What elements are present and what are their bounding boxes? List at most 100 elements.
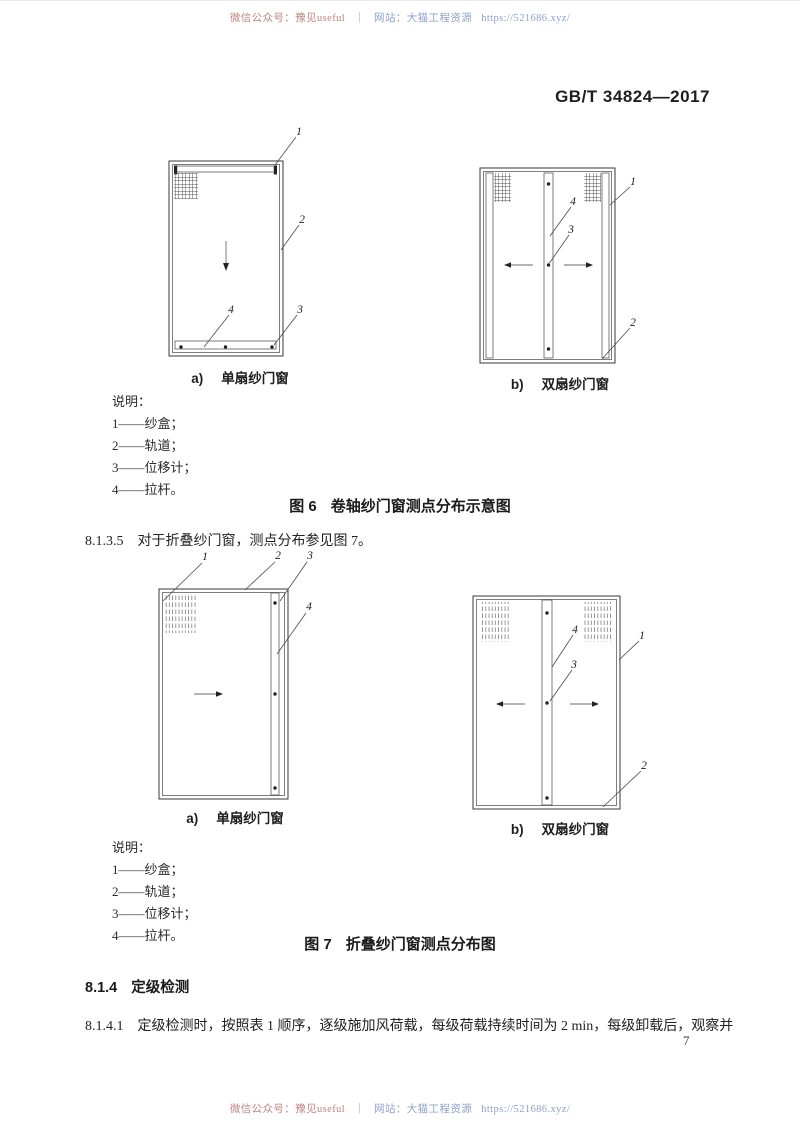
callout-4: 4 (306, 601, 312, 613)
section-text: 对于折叠纱门窗，测点分布参见图 7。 (137, 534, 373, 549)
travel-arrow-left (504, 262, 533, 268)
section-8141-paragraph: 8.1.4.1 定级检测时，按照表 1 顺序，逐级施加风荷载，每级荷载持续时间为 … (85, 1015, 733, 1035)
section-text: 定级检测时，按照表 1 顺序，逐级施加风荷载，每级荷载持续时间为 2 min，每… (137, 1019, 734, 1034)
figure6-caption-text: 卷轴纱门窗测点分布示意图 (330, 498, 511, 515)
pull-bar-right (270, 592, 280, 796)
figure7-legend: 说明： 1——纱盒； 2——轨道； 3——位移计； 4——拉杆。 (112, 837, 197, 947)
pull-bar-center (541, 599, 553, 806)
watermark-url: https://521686.xyz/ (481, 13, 571, 24)
watermark-url: https://521686.xyz/ (481, 1104, 571, 1115)
screen-box (174, 165, 277, 175)
legend-title: 说明： (112, 840, 152, 855)
leader-lines (203, 136, 300, 348)
figure6-legend: 说明： 1——纱盒； 2——轨道； 3——位移计； 4——拉杆。 (112, 391, 197, 501)
travel-arrow-right (194, 691, 223, 697)
callout-1: 1 (630, 176, 636, 188)
frame (472, 595, 621, 810)
mesh-hatch (165, 594, 197, 633)
section-number: 8.1.4.1 (85, 1019, 124, 1034)
figure7b-caption-label: b) (510, 822, 524, 837)
frame (168, 160, 284, 357)
standard-number: GB/T 34824—2017 (555, 87, 710, 106)
figure7-caption: 图 7 折叠纱门窗测点分布图 (0, 933, 800, 954)
callout-3: 3 (306, 550, 313, 562)
page-number: 7 (683, 1033, 690, 1048)
travel-arrow-down (223, 241, 229, 271)
legend-item-3: 3——位移计； (112, 460, 197, 475)
mesh-hatch-left (494, 173, 511, 202)
callout-4: 4 (572, 624, 578, 636)
callout-1: 1 (296, 126, 302, 138)
callout-2: 2 (641, 760, 647, 772)
legend-item-1: 1——纱盒； (112, 416, 184, 431)
watermark-bottom: 微信公众号：豫见useful ｜ 网站：大猫工程资源 https://52168… (0, 1101, 800, 1116)
displacement-dots (273, 601, 277, 790)
mesh-hatch-right (584, 173, 601, 202)
figure7a-diagram: 1 2 3 4 (158, 550, 313, 800)
callout-3: 3 (567, 224, 574, 236)
travel-arrow-left (496, 701, 525, 707)
section-814-heading: 8.1.4 定级检测 (85, 976, 189, 997)
callout-2: 2 (630, 317, 636, 329)
mesh-hatch (174, 173, 198, 199)
figure6a-caption: a) 单扇纱门窗 (140, 367, 340, 387)
figure6b-caption: b) 双扇纱门窗 (450, 373, 670, 393)
callout-1: 1 (202, 551, 208, 563)
legend-item-4: 4——拉杆。 (112, 482, 184, 497)
figure6a-diagram: 1 2 4 3 (168, 126, 305, 357)
displacement-dots (546, 182, 551, 351)
leader-lines (162, 561, 308, 655)
figure6b-caption-label: b) (510, 377, 524, 392)
displacement-dots (545, 611, 549, 800)
frame (158, 588, 289, 800)
figure6b-diagram: 1 4 3 2 (479, 167, 636, 364)
section-title: 定级检测 (131, 980, 190, 996)
pull-bar (174, 340, 277, 350)
figure7a-caption: a) 单扇纱门窗 (130, 807, 340, 827)
legend-item-4: 4——拉杆。 (112, 928, 184, 943)
watermark-top: 微信公众号：豫见useful ｜ 网站：大猫工程资源 https://52168… (0, 10, 800, 25)
watermark-site-label: 网站：大猫工程资源 (374, 13, 473, 24)
watermark-separator: ｜ (354, 1104, 366, 1115)
travel-arrow-right (570, 701, 599, 707)
watermark-separator: ｜ (354, 13, 366, 24)
figure7-caption-label: 图 7 (304, 936, 332, 953)
mesh-hatch-left (480, 602, 510, 642)
figure7b-caption-title: 双扇纱门窗 (541, 822, 610, 837)
figure7a-caption-title: 单扇纱门窗 (216, 811, 284, 826)
legend-item-1: 1——纱盒； (112, 862, 184, 877)
displacement-dots (179, 345, 274, 349)
callout-3: 3 (296, 304, 303, 316)
figure6-caption: 图 6 卷轴纱门窗测点分布示意图 (0, 495, 800, 516)
watermark-wechat-label: 微信公众号：豫见useful (229, 13, 346, 24)
legend-title: 说明： (112, 394, 152, 409)
callout-4: 4 (228, 304, 234, 316)
legend-item-2: 2——轨道； (112, 438, 184, 453)
frame (479, 167, 616, 364)
legend-item-3: 3——位移计； (112, 906, 197, 921)
legend-item-2: 2——轨道； (112, 884, 184, 899)
watermark-wechat-label: 微信公众号：豫见useful (229, 1104, 346, 1115)
screen-box-left (485, 172, 494, 359)
travel-arrow-right (564, 262, 593, 268)
callout-2: 2 (299, 214, 305, 226)
mesh-hatch-right (583, 602, 613, 642)
figure6b-caption-title: 双扇纱门窗 (541, 377, 610, 392)
figure6a-caption-title: 单扇纱门窗 (221, 371, 289, 386)
figure6a-caption-label: a) (191, 371, 204, 386)
figure7a-caption-label: a) (186, 811, 199, 826)
screen-box-right (601, 172, 610, 359)
leader-lines (549, 634, 642, 808)
callout-4: 4 (570, 196, 576, 208)
figure7b-caption: b) 双扇纱门窗 (445, 818, 675, 838)
watermark-site-label: 网站：大猫工程资源 (374, 1104, 473, 1115)
callout-2: 2 (275, 550, 281, 562)
figure7-caption-text: 折叠纱门窗测点分布图 (345, 936, 496, 953)
callout-1: 1 (639, 630, 645, 642)
figure6-caption-label: 图 6 (289, 498, 317, 515)
leader-lines (549, 186, 631, 360)
section-number: 8.1.4 (85, 980, 118, 996)
figure7b-diagram: 4 3 1 2 (472, 595, 647, 810)
